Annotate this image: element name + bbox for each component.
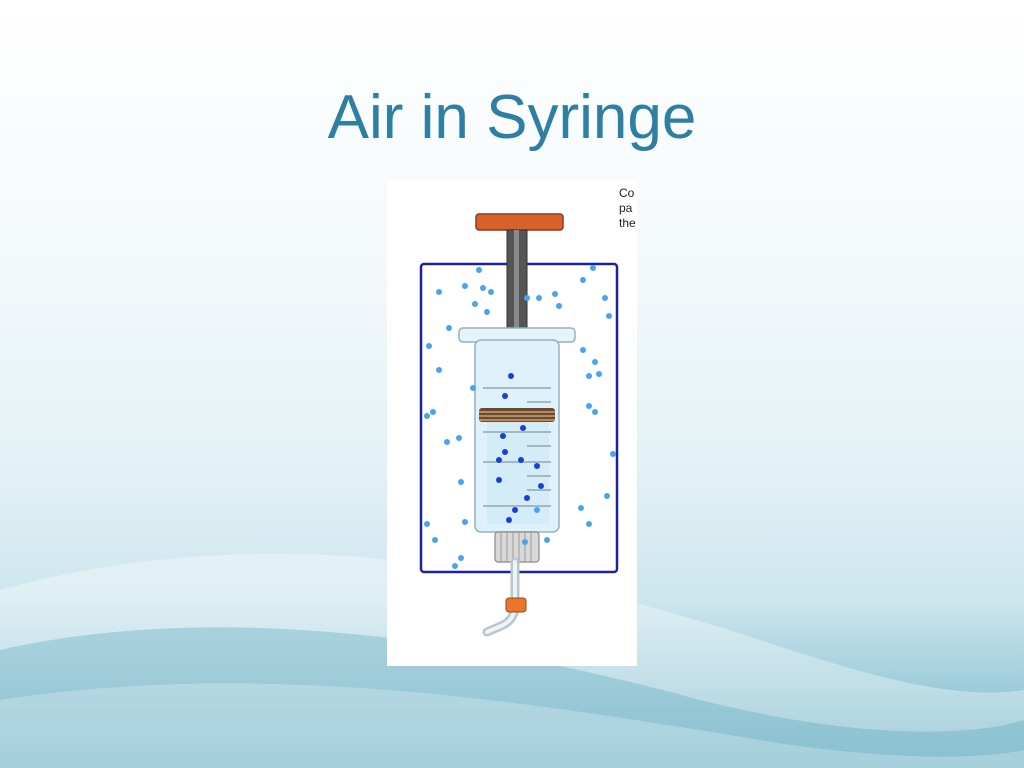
plunger-rod-highlight (514, 230, 519, 412)
caption-line-3: the (619, 216, 636, 230)
syringe-icon (419, 213, 619, 637)
luer-ridges (500, 532, 532, 562)
caption-line-2: pa (619, 201, 633, 215)
graduation-marks (483, 387, 551, 507)
figure-caption: Co pa the (619, 186, 637, 231)
slide-title: Air in Syringe (327, 83, 697, 152)
luer-connector (494, 531, 540, 563)
particles-outside (424, 265, 616, 569)
barrel-air (487, 414, 549, 524)
needle-collar (505, 597, 527, 613)
caption-line-1: Co (619, 186, 635, 200)
plunger-cap (475, 213, 564, 231)
plunger-seal (479, 408, 555, 422)
particles-inside (496, 373, 544, 523)
syringe-diagram: Co pa the (387, 180, 637, 666)
